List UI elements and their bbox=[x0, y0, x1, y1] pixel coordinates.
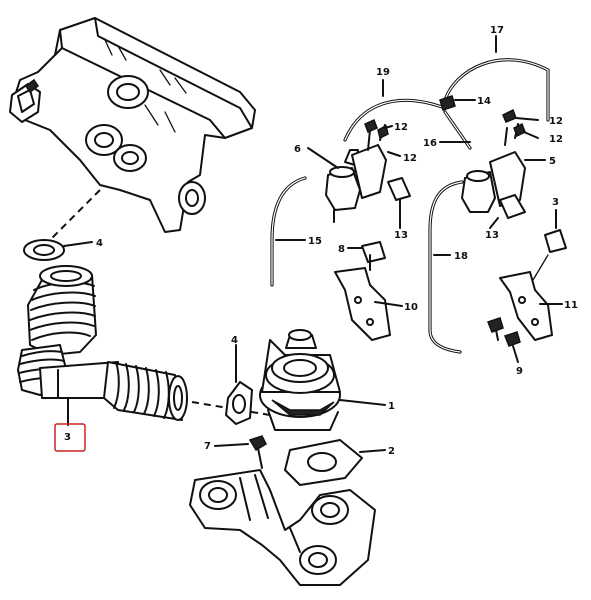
callout-7: 7 bbox=[204, 441, 211, 452]
highlighted-part-box[interactable] bbox=[54, 423, 86, 452]
clip-3-right bbox=[529, 209, 567, 286]
callout-13-a: 13 bbox=[394, 230, 408, 241]
callout-8: 8 bbox=[338, 244, 345, 255]
callout-10: 10 bbox=[404, 302, 418, 313]
callout-labels: 17 19 14 12 12 12 12 16 6 5 13 13 15 8 1… bbox=[64, 25, 578, 457]
egr-elbow-pipe bbox=[17, 265, 188, 426]
bolts-9 bbox=[487, 317, 521, 363]
gasket-lower bbox=[284, 439, 386, 486]
assembly-leader-1 bbox=[49, 189, 101, 241]
callout-15: 15 bbox=[308, 236, 322, 247]
callout-12-c: 12 bbox=[549, 116, 563, 127]
callout-9: 9 bbox=[516, 366, 523, 377]
callout-13-b: 13 bbox=[485, 230, 499, 241]
callout-18: 18 bbox=[454, 251, 468, 262]
callout-4-left: 4 bbox=[96, 238, 103, 249]
callout-12-b: 12 bbox=[403, 153, 417, 164]
callout-12-a: 12 bbox=[394, 122, 408, 133]
callout-12-d: 12 bbox=[549, 134, 563, 145]
exhaust-manifold bbox=[189, 469, 376, 586]
callout-16: 16 bbox=[423, 138, 437, 149]
callout-3: 3 bbox=[64, 432, 71, 443]
vacuum-hose-18 bbox=[428, 180, 464, 354]
vacuum-hose-19 bbox=[343, 79, 447, 142]
callout-14: 14 bbox=[477, 96, 491, 107]
clip-8 bbox=[347, 241, 386, 271]
callout-5: 5 bbox=[549, 156, 556, 167]
callout-3-right: 3 bbox=[552, 197, 559, 208]
bolt-7 bbox=[214, 435, 267, 469]
vacuum-hose-16 bbox=[439, 110, 472, 150]
callout-17: 17 bbox=[490, 25, 504, 36]
solenoid-valve-right bbox=[461, 108, 546, 229]
callout-6: 6 bbox=[294, 144, 301, 155]
callout-19: 19 bbox=[376, 67, 390, 78]
bracket-10 bbox=[334, 267, 403, 341]
bracket-11 bbox=[499, 271, 563, 341]
callout-11: 11 bbox=[564, 300, 578, 311]
gasket-left bbox=[23, 239, 93, 261]
callout-2: 2 bbox=[388, 446, 395, 457]
egr-valve bbox=[259, 329, 386, 431]
intake-manifold bbox=[9, 17, 256, 233]
vacuum-hose-15 bbox=[270, 176, 307, 287]
vacuum-hose-17 bbox=[443, 35, 550, 122]
callout-4-center: 4 bbox=[231, 335, 238, 346]
callout-1: 1 bbox=[388, 401, 395, 412]
solenoid-valve-left bbox=[307, 118, 411, 229]
gasket-center bbox=[225, 344, 253, 425]
connector-14 bbox=[439, 95, 476, 111]
